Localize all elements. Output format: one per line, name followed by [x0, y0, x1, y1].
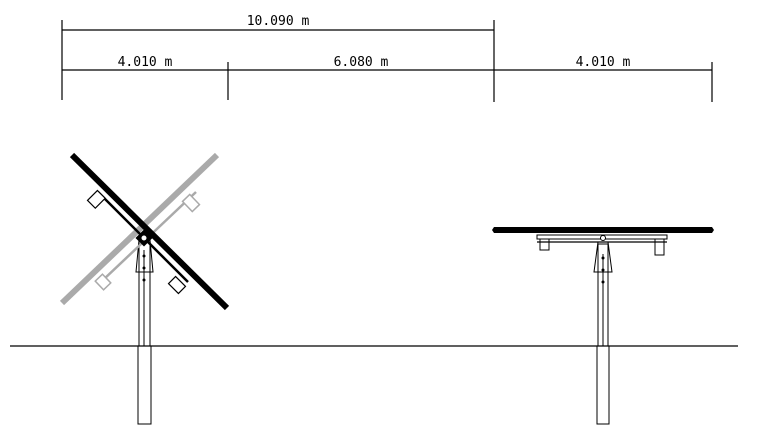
dimension-right: 4.010 m [494, 55, 713, 102]
dimension-left: 4.010 m [62, 55, 229, 100]
dimension-middle: 6.080 m [228, 55, 494, 71]
dimension-middle-label: 6.080 m [334, 55, 389, 70]
left-active-panel [69, 152, 230, 311]
dimension-total: 10.090 m [61, 14, 495, 102]
right-flat-panel [492, 227, 714, 256]
dimension-left-label: 4.010 m [118, 55, 173, 70]
left-post [135, 239, 154, 425]
dimension-total-label: 10.090 m [247, 14, 310, 29]
left-tracker [59, 152, 230, 425]
right-post [593, 241, 613, 425]
right-tracker [492, 227, 714, 425]
dimension-right-label: 4.010 m [576, 55, 631, 70]
